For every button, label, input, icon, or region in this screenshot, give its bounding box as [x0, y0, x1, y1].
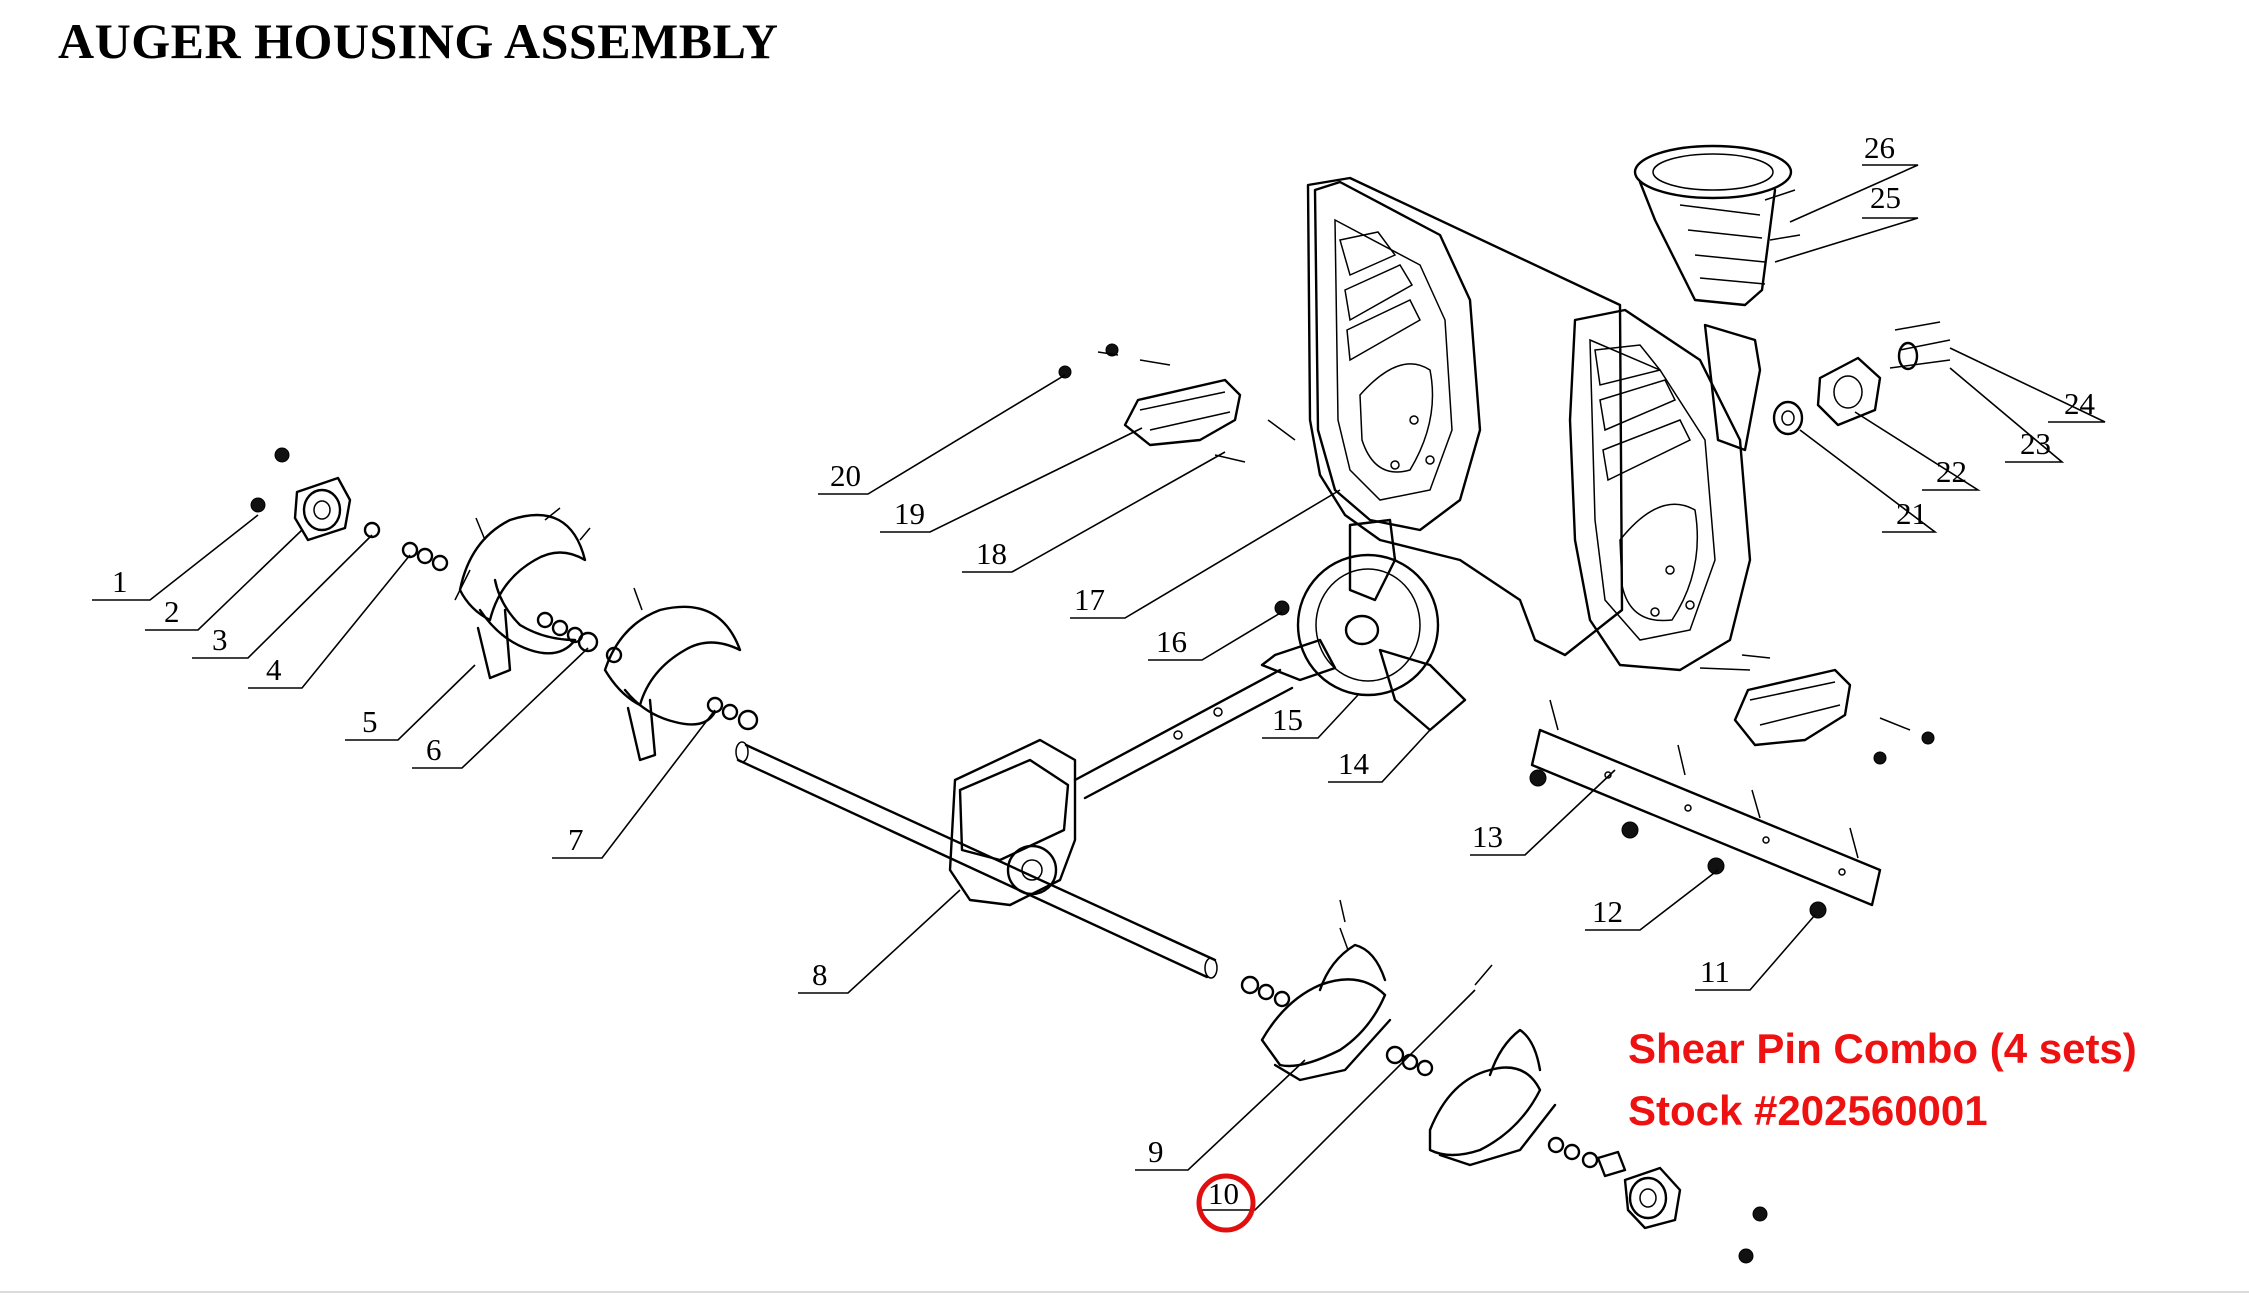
callout-19: 19 — [894, 496, 925, 531]
callout-numbers: 1 2 3 4 5 6 7 8 9 10 11 12 13 14 15 16 1… — [112, 130, 2096, 1211]
fasteners — [250, 189, 1951, 1264]
callout-11: 11 — [1700, 954, 1730, 989]
callout-17: 17 — [1074, 582, 1105, 617]
shear-pin-note-line1: Shear Pin Combo (4 sets) — [1628, 1025, 2137, 1072]
bottom-divider — [0, 1291, 2249, 1293]
callout-4: 4 — [266, 652, 282, 687]
chute-part — [1633, 144, 1793, 307]
skid-shoe-left — [1123, 378, 1242, 447]
callout-3: 3 — [212, 622, 228, 657]
skid-shoe-right — [1733, 668, 1852, 747]
leader-lines — [92, 164, 2106, 1211]
callout-10-highlight-circle — [1196, 1173, 1256, 1233]
callout-23: 23 — [2020, 426, 2051, 461]
auger-flight-left-2 — [603, 605, 742, 762]
callout-24: 24 — [2064, 386, 2096, 421]
stock-number-line: Stock #202560001 — [1628, 1087, 1988, 1134]
callout-26: 26 — [1864, 130, 1895, 165]
right-bearing-flange — [1623, 1166, 1682, 1230]
callout-12: 12 — [1592, 894, 1623, 929]
callout-14: 14 — [1338, 746, 1370, 781]
auger-flight-left-1 — [454, 507, 591, 680]
callout-13: 13 — [1472, 819, 1503, 854]
left-bearing-flange — [293, 476, 352, 542]
callout-8: 8 — [812, 957, 828, 992]
callout-22: 22 — [1936, 454, 1967, 489]
callout-21: 21 — [1896, 496, 1927, 531]
shear-pin-note: Shear Pin Combo (4 sets) Stock #20256000… — [1628, 1018, 2137, 1142]
auger-housing — [1260, 176, 1762, 732]
callout-18: 18 — [976, 536, 1007, 571]
callout-2: 2 — [164, 594, 180, 629]
auger-flight-right-2 — [1428, 1028, 1557, 1167]
gearbox-part — [735, 668, 1294, 979]
callout-16: 16 — [1156, 624, 1187, 659]
callout-1: 1 — [112, 564, 128, 599]
scraper-bar — [1530, 728, 1882, 907]
page-title: AUGER HOUSING ASSEMBLY — [58, 13, 779, 69]
callout-9: 9 — [1148, 1134, 1164, 1169]
washers — [363, 521, 1627, 1178]
bearing-cluster-right — [1772, 341, 1919, 436]
callout-15: 15 — [1272, 702, 1303, 737]
callout-6: 6 — [426, 732, 442, 767]
callout-7: 7 — [568, 822, 584, 857]
auger-flight-right-1 — [1260, 943, 1392, 1082]
callout-20: 20 — [830, 458, 861, 493]
callout-5: 5 — [362, 704, 378, 739]
callout-25: 25 — [1870, 180, 1901, 215]
